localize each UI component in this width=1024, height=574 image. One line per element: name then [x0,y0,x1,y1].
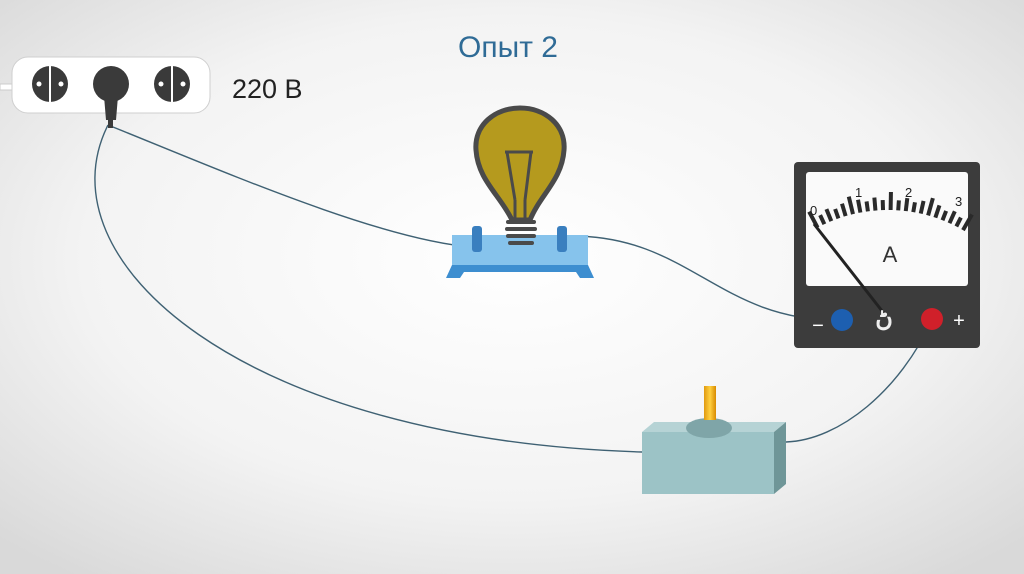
ammeter-needle [812,223,888,317]
scale-tick [947,210,957,225]
scale-tick [903,197,910,212]
scale-label-1: 1 [855,185,862,200]
voltage-label: 220 В [232,74,303,104]
terminal-plus[interactable] [921,308,943,330]
plug-icon [93,66,129,128]
scale-tick [961,213,974,232]
scale-tick [918,200,926,215]
wire-socket-to-switch [94,124,643,453]
scale-tick [933,204,942,219]
scale-tick [926,197,935,216]
scale-tick [896,200,901,211]
ammeter-scale [807,191,974,232]
scale-tick [911,201,917,213]
outlet-icon [32,65,68,103]
key-switch[interactable] [642,386,786,494]
light-bulb [446,105,594,278]
plus-label: + [953,310,965,332]
scale-label-0: 0 [810,203,817,218]
scale-tick [940,210,948,221]
scale-tick [840,203,848,217]
scale-label-3: 3 [955,194,962,209]
scale-tick [846,196,855,215]
ammeter: 0 1 2 3 A ڻ − + [794,162,980,348]
scale-tick [872,197,878,211]
slide-title: Опыт 2 [458,31,558,64]
outlet-icon [154,65,190,103]
minus-label: − [812,315,824,337]
scale-tick [824,208,834,222]
scale-tick [818,214,827,226]
zero-adjust-screw-icon[interactable]: ڻ [875,305,893,332]
scale-tick [864,201,870,212]
scale-tick [954,216,963,228]
switch-handle [704,386,716,420]
terminal-minus[interactable] [831,309,853,331]
scale-label-2: 2 [905,185,912,200]
power-socket [0,56,211,128]
scale-tick [856,199,863,213]
unit-label: A [883,242,898,267]
wire-socket-to-bulb [107,124,473,248]
scale-tick [833,208,841,220]
